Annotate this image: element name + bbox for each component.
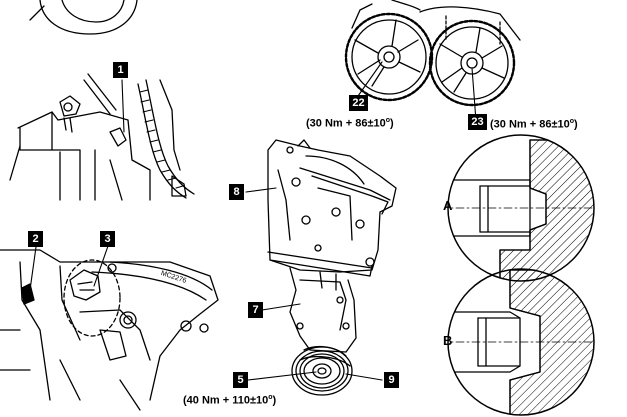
detail-label-b: B [443, 333, 453, 348]
crankshaft-pulley [291, 345, 353, 396]
timing-cover-assembly [267, 139, 397, 353]
leader-lines [29, 61, 477, 381]
top-left-pulley-fragment [29, 0, 138, 35]
callout-23: 23 [468, 114, 487, 130]
engine-block-chain-area [9, 73, 195, 201]
torque-spec-23: (30 Nm + 86±10o) [490, 115, 578, 132]
torque-22-degree: o [385, 117, 391, 124]
callout-22: 22 [349, 95, 368, 111]
callout-5: 5 [233, 372, 248, 388]
torque-22-close: ) [390, 117, 394, 130]
lower-left-engine-block [0, 249, 219, 411]
torque-5-close: ) [272, 394, 277, 407]
camshaft-sprockets [344, 0, 521, 107]
torque-23-degree: o [569, 118, 575, 125]
torque-spec-5: (40 Nm + 110±10o) [183, 391, 276, 408]
torque-23-text: (30 Nm + 86±10 [490, 118, 570, 131]
callout-1: 1 [113, 62, 128, 78]
detail-label-a: A [443, 198, 453, 213]
torque-5-text: (40 Nm + 110±10 [183, 394, 269, 407]
callout-3: 3 [100, 231, 115, 247]
torque-22-text: (30 Nm + 86±10 [306, 117, 386, 130]
torque-5-degree: o [268, 394, 273, 401]
torque-spec-22: (30 Nm + 86±10o) [306, 114, 394, 131]
callout-8: 8 [229, 184, 244, 200]
torque-23-close: ) [574, 118, 578, 131]
callout-9: 9 [384, 372, 399, 388]
callout-7: 7 [248, 302, 263, 318]
detail-b-circle [447, 268, 595, 416]
detail-a-circle [447, 134, 595, 282]
callout-2: 2 [28, 231, 43, 247]
